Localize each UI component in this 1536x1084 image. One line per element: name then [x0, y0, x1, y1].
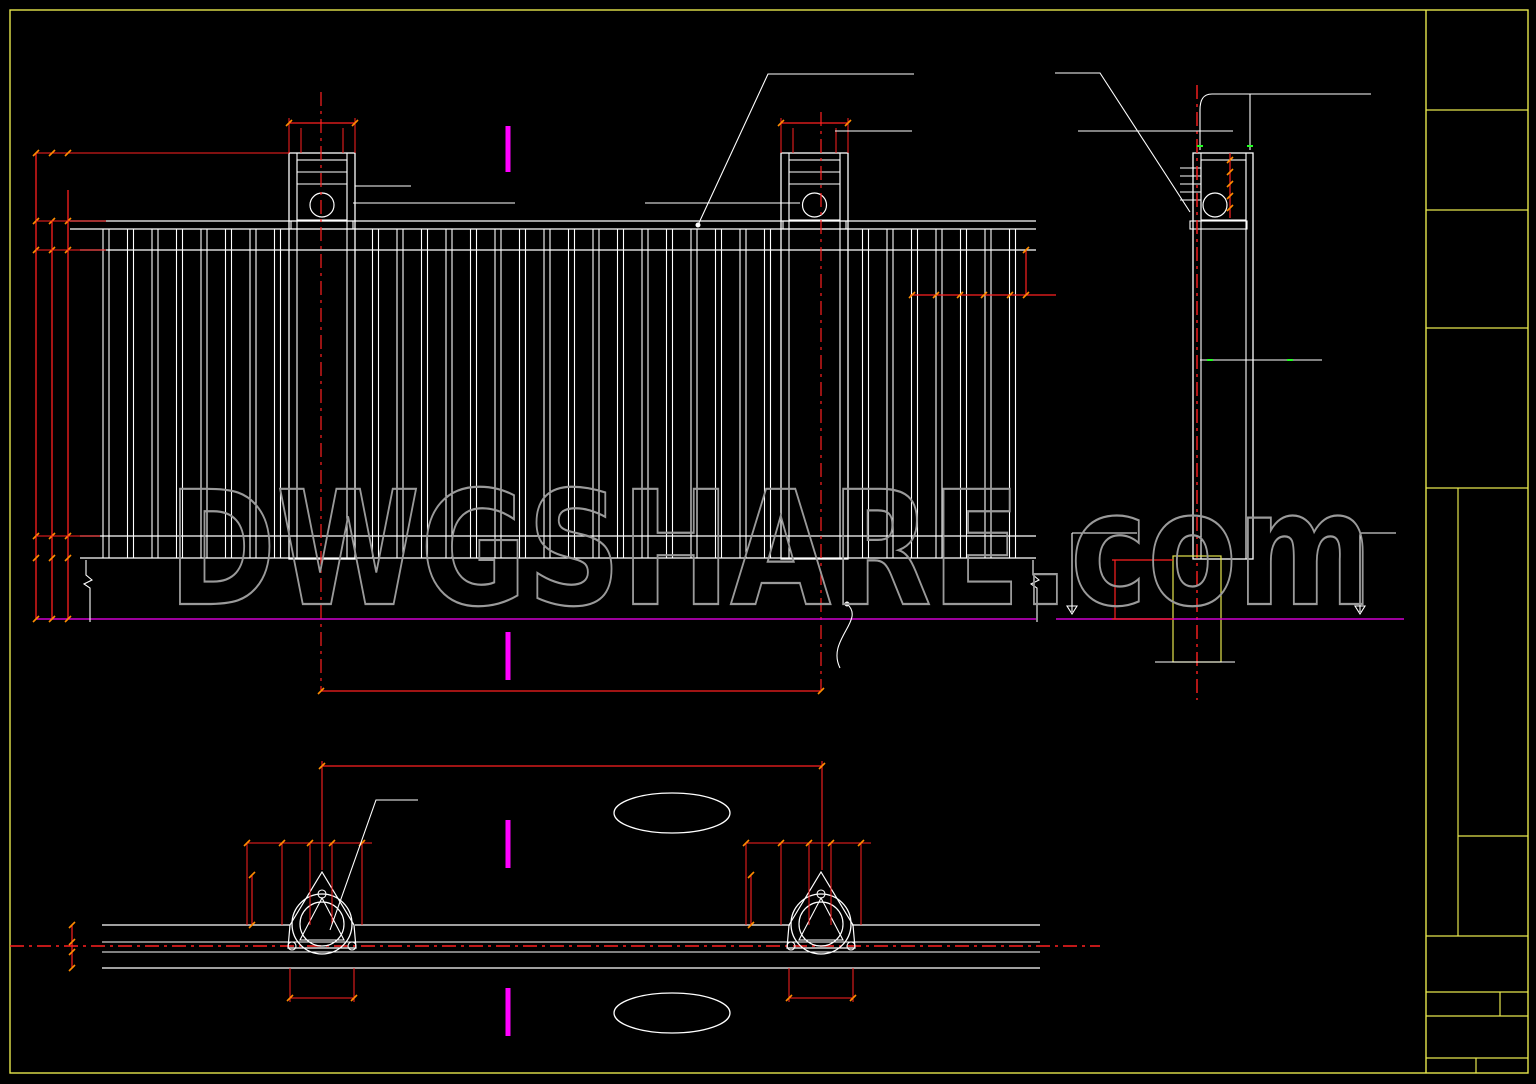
- dimension-tick: [777, 119, 785, 127]
- dimension-tick: [68, 964, 76, 972]
- dimension-tick: [243, 839, 251, 847]
- plan-post-1-outer-ring: [291, 893, 353, 955]
- leader-dot: [695, 222, 701, 228]
- plan-leader-post: [329, 799, 418, 931]
- dimension-tick: [68, 938, 76, 946]
- level-marker-triangle: [1066, 605, 1078, 616]
- plan-ellipse-top: [613, 792, 731, 834]
- drawing-title-block: [1425, 10, 1528, 1073]
- dimension-tick: [1022, 246, 1030, 254]
- dimension-tick: [328, 839, 336, 847]
- fence-post-2: [780, 152, 849, 560]
- plan-post-2-inner-ring: [798, 901, 844, 947]
- post-collar: [782, 220, 847, 230]
- dimension-tick: [68, 948, 76, 956]
- dimension-tick: [818, 762, 826, 770]
- dimension-tick: [64, 554, 72, 562]
- level-marker-triangle: [1354, 605, 1366, 616]
- post-cap-box: [296, 159, 348, 221]
- dimension-tick: [32, 615, 40, 623]
- plan-bolt-hole: [287, 941, 297, 951]
- dimension-tick: [849, 994, 857, 1002]
- plan-ellipse-bottom: [613, 992, 731, 1034]
- dimension-tick: [785, 994, 793, 1002]
- dimension-tick: [48, 615, 56, 623]
- side-lamp-globe: [1202, 192, 1228, 218]
- dimension-tick: [1226, 180, 1234, 188]
- post-lamp-globe: [309, 192, 335, 218]
- side-post-outline: [1192, 152, 1254, 560]
- drawing-border-frame: [9, 9, 1529, 1074]
- dimension-tick: [32, 554, 40, 562]
- dimension-tick: [1226, 204, 1234, 212]
- side-cap-box: [1200, 159, 1247, 221]
- dimension-tick: [248, 871, 256, 879]
- leader-line-rail: [697, 73, 914, 226]
- dimension-tick: [351, 119, 359, 127]
- dimension-tick: [317, 687, 325, 695]
- dimension-tick: [827, 839, 835, 847]
- fence-side-section: [1055, 72, 1404, 700]
- dimension-tick: [980, 291, 988, 299]
- dimension-tick: [1022, 291, 1030, 299]
- post-lamp-globe: [801, 192, 828, 218]
- dimension-tick: [1226, 156, 1234, 164]
- fence-plan-view: [10, 761, 1100, 1036]
- dimension-tick: [248, 921, 256, 929]
- dimension-tick: [32, 149, 40, 157]
- dimension-tick: [64, 149, 72, 157]
- break-mark-right: [1029, 560, 1040, 622]
- dimension-tick: [805, 839, 813, 847]
- dimension-tick: [777, 839, 785, 847]
- break-symbol-ground: [836, 603, 853, 669]
- dimension-tick: [285, 119, 293, 127]
- dimension-tick: [747, 871, 755, 879]
- break-mark-left: [82, 560, 93, 622]
- dimension-tick: [286, 994, 294, 1002]
- dimension-tick: [350, 994, 358, 1002]
- dimension-tick: [1226, 168, 1234, 176]
- dimension-tick: [747, 921, 755, 929]
- dimension-tick: [68, 921, 76, 929]
- dimension-tick: [817, 687, 825, 695]
- fence-front-elevation: [32, 73, 1056, 695]
- dimension-tick: [1226, 192, 1234, 200]
- plan-bolt-hole: [317, 889, 327, 899]
- fence-post-1: [288, 152, 356, 560]
- side-collar: [1189, 220, 1248, 230]
- dimension-tick: [48, 554, 56, 562]
- post-cap-box: [788, 159, 841, 221]
- plan-bolt-hole: [816, 889, 826, 899]
- plan-post-1-inner-triangle: [299, 896, 345, 941]
- plan-bolt-hole: [846, 941, 856, 951]
- post-collar: [290, 220, 354, 230]
- leader-dot: [844, 601, 850, 607]
- dimension-tick: [278, 839, 286, 847]
- dimension-tick: [318, 762, 326, 770]
- plan-post-1-inner-ring: [299, 901, 345, 947]
- dimension-tick: [48, 149, 56, 157]
- watermark-text: DWGSHARE.com: [168, 458, 1373, 642]
- side-leader-top: [1199, 93, 1371, 150]
- plan-post-2-inner-triangle: [798, 896, 844, 941]
- side-leader-lamp: [1055, 72, 1191, 213]
- dimension-tick: [857, 839, 865, 847]
- dimension-tick: [1006, 291, 1014, 299]
- plan-post-2-outer-ring: [790, 893, 852, 955]
- dimension-tick: [742, 839, 750, 847]
- dimension-tick: [908, 291, 916, 299]
- dimension-tick: [932, 291, 940, 299]
- outer-border: [9, 9, 1529, 1074]
- dimension-tick: [956, 291, 964, 299]
- plan-bolt-hole: [347, 941, 357, 951]
- plan-bolt-hole: [786, 941, 796, 951]
- dimension-tick: [306, 839, 314, 847]
- dimension-tick: [64, 615, 72, 623]
- dimension-tick: [844, 119, 852, 127]
